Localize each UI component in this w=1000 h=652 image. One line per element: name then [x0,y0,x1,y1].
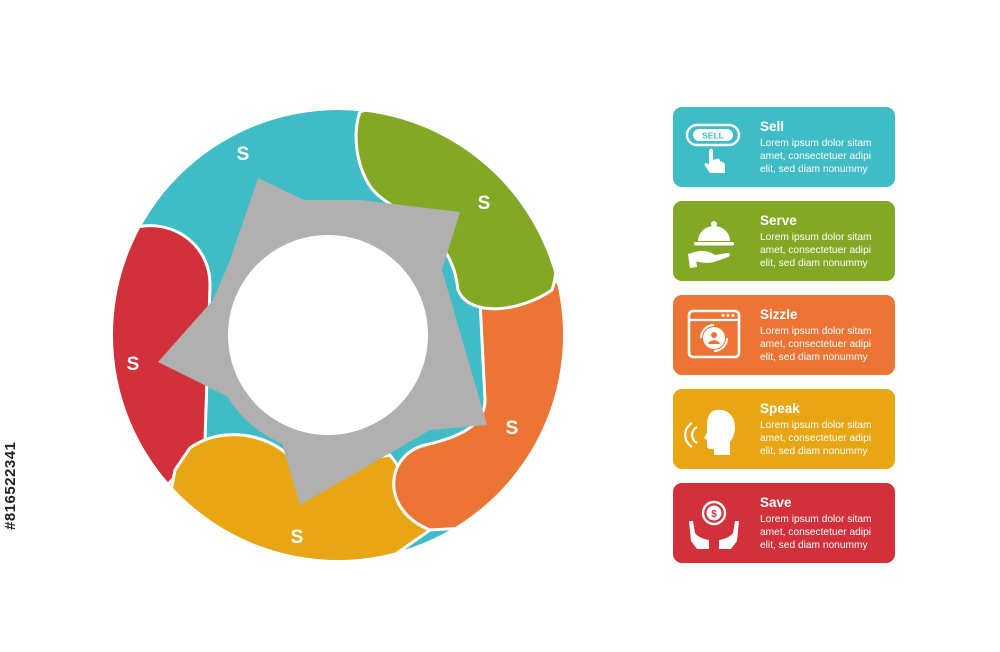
card-body: Lorem ipsum dolor sitam amet, consectetu… [760,326,872,363]
svg-text:$: $ [711,509,717,520]
ring-label-green: S [478,193,491,214]
card-title: Serve [760,213,797,228]
stock-id-label: #816522341 [2,441,19,530]
ring-label-yellow: S [291,527,304,548]
card-title: Save [760,495,792,510]
browser-user-refresh-icon [687,309,741,359]
gear-hole [228,235,428,435]
card-save: $ Save Lorem ipsum dolor sitam amet, con… [673,483,895,563]
card-sizzle: Sizzle Lorem ipsum dolor sitam amet, con… [673,295,895,375]
card-serve: Serve Lorem ipsum dolor sitam amet, cons… [673,201,895,281]
card-body: Lorem ipsum dolor sitam amet, consectetu… [760,514,872,551]
ring-label-teal: S [237,144,250,165]
gear [158,178,487,505]
card-body: Lorem ipsum dolor sitam amet, consectetu… [760,138,872,175]
card-title: Speak [760,401,800,416]
svg-text:SELL: SELL [702,131,724,141]
card-body: Lorem ipsum dolor sitam amet, consectetu… [760,232,872,269]
card-speak: Speak Lorem ipsum dolor sitam amet, cons… [673,389,895,469]
card-sell: SELL Sell Lorem ipsum dolor sitam amet, … [673,107,895,187]
card-title: Sell [760,119,785,134]
hands-coin-icon: $ [689,500,739,549]
card-body: Lorem ipsum dolor sitam amet, consectetu… [760,420,872,457]
sell-button-icon: SELL [685,123,741,173]
card-title: Sizzle [760,307,798,322]
ring-label-red: S [127,354,140,375]
serving-tray-icon [688,221,734,268]
speaking-head-icon [684,409,735,455]
ring-label-orange: S [506,418,519,439]
